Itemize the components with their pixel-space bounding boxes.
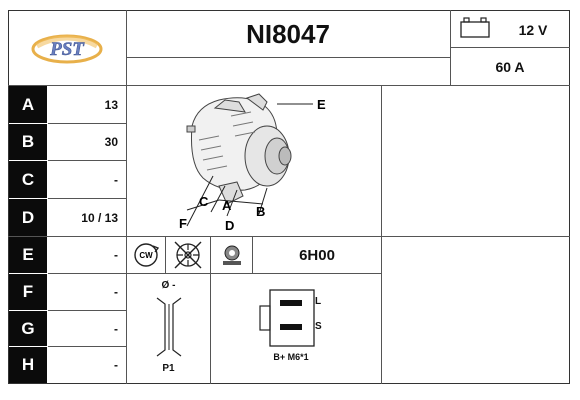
row-value-f: - (114, 285, 118, 299)
pulley-icon (156, 297, 182, 357)
pulley-diameter: Ø - (161, 279, 176, 291)
divider (48, 198, 126, 199)
clockwise-rotation-icon: CW (134, 243, 160, 267)
row-label-a: A (9, 86, 47, 123)
row-label-d: D (9, 199, 47, 236)
row-value-d: 10 / 13 (81, 210, 118, 225)
diagram-label-b: B (256, 204, 265, 219)
divider (48, 346, 126, 347)
amperage-value: 60 A (495, 58, 525, 75)
row-value-c: - (114, 172, 118, 187)
row-value-b: 30 (104, 135, 118, 149)
divider (48, 123, 126, 124)
diagram-label-d: D (225, 218, 234, 233)
divider (165, 236, 166, 273)
alternator-diagram: E C A B F D (127, 86, 380, 236)
diagram-label-c: C (199, 194, 209, 209)
connector-icon (259, 289, 315, 347)
diagram-label-f: F (179, 216, 187, 231)
divider (48, 310, 126, 311)
divider (126, 10, 127, 384)
alternator-icon: E C A B F D (179, 93, 326, 233)
diagram-label-a: A (222, 198, 232, 213)
row-label-h: H (9, 347, 47, 383)
divider (210, 236, 211, 273)
connector-pin-l: L (315, 296, 322, 307)
logo-text: PST (49, 39, 85, 60)
row-value-e: - (114, 248, 118, 262)
rotation-direction: CW (127, 237, 165, 273)
row-label-b: B (9, 124, 47, 160)
voltage-value: 12 V (518, 22, 548, 38)
row-label-f: F (9, 274, 47, 310)
divider (252, 236, 253, 273)
divider (126, 57, 450, 58)
connector-pin-s: S (315, 321, 322, 332)
row-value-h: - (114, 358, 118, 372)
divider (8, 85, 570, 86)
row-label-c: C (9, 161, 47, 198)
pulley-section: Ø - P1 (127, 274, 210, 384)
row-value-g: - (114, 321, 118, 336)
divider (8, 236, 570, 237)
row-label-e: E (9, 237, 47, 273)
diagram-label-e: E (317, 97, 326, 112)
pulley-name: P1 (162, 362, 175, 374)
terminal-label: B+ M6*1 (273, 352, 309, 362)
divider (48, 273, 126, 274)
spec-sheet-frame (8, 10, 570, 384)
brand-logo: PST (10, 12, 124, 84)
divider (210, 273, 211, 384)
part-number: NI8047 (246, 19, 330, 49)
regulator-setting: 6H00 (299, 246, 335, 264)
divider (48, 160, 126, 161)
divider (381, 85, 382, 384)
fan-symbol (166, 237, 210, 273)
rotation-label: CW (139, 251, 153, 260)
no-fan-icon (174, 241, 202, 269)
row-label-g: G (9, 311, 47, 346)
logo-emblem-icon: PST (31, 34, 103, 64)
regulator-icon (222, 245, 241, 265)
row-value-a: 13 (104, 97, 118, 112)
battery-icon (460, 17, 490, 39)
connector-section: L S B+ M6*1 (211, 274, 381, 384)
divider (126, 273, 381, 274)
regulator-symbol (211, 237, 252, 273)
divider (450, 47, 570, 48)
